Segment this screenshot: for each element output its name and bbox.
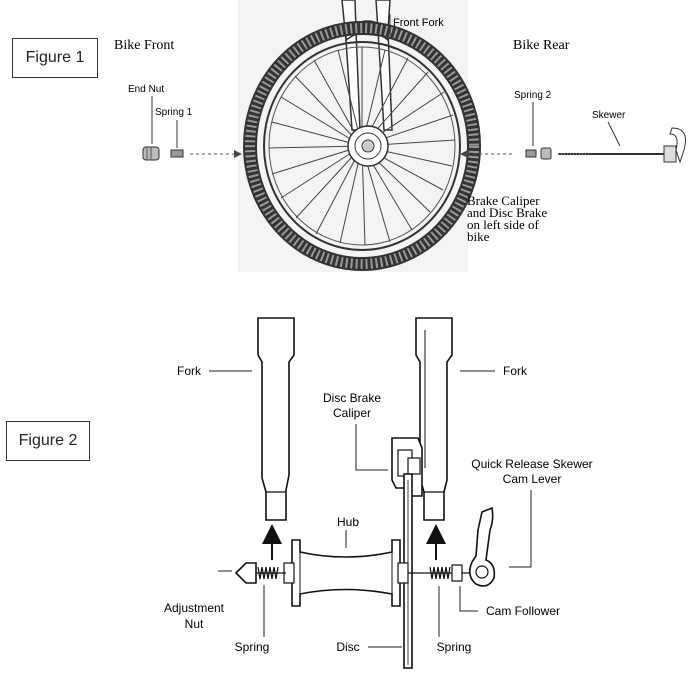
figure2-label: Figure 2 [18, 432, 78, 449]
bike-rear-label: Bike Rear [513, 38, 570, 53]
disc-label: Disc [336, 640, 359, 654]
figure1-label-box: Figure 1 [12, 38, 98, 78]
hub-label: Hub [337, 515, 359, 529]
front-hub [361, 139, 375, 153]
spring-right-label: Spring [437, 640, 472, 654]
figure2-leaders [209, 370, 532, 648]
quick-release-cam-lever [468, 506, 496, 587]
brake-note-line4: bike [467, 229, 490, 244]
end-nut [142, 146, 160, 161]
quick-release-label-1: Quick Release Skewer [471, 457, 592, 471]
figure1-illustration [142, 0, 686, 272]
left-fork-leg [257, 317, 295, 521]
adjustment-nut [234, 562, 257, 584]
hub-body [283, 539, 409, 607]
left-spring [257, 566, 279, 580]
brake-note-line1: Brake Caliper [467, 193, 540, 208]
figure2-label-box: Figure 2 [6, 421, 90, 461]
figure1-label: Figure 1 [25, 49, 85, 66]
adjustment-nut-label-1: Adjustment [164, 601, 225, 615]
spring1-label: Spring 1 [155, 107, 193, 118]
adjustment-nut-label-2: Nut [185, 617, 204, 631]
disc-brake-caliper-label-2: Caliper [333, 406, 371, 420]
brake-note-line2: and Disc Brake [467, 205, 547, 220]
disc-brake-caliper-label-1: Disc Brake [323, 391, 381, 405]
skewer-leader [607, 121, 621, 147]
brake-note-line3: on left side of [467, 217, 540, 232]
spring-2 [525, 147, 552, 160]
fork-left-label: Fork [177, 364, 202, 378]
front-fork-label: Front Fork [393, 17, 444, 29]
bike-front-label: Bike Front [114, 38, 174, 53]
end-nut-label: End Nut [128, 84, 164, 95]
front-wheel [243, 21, 481, 271]
fork-right-label: Fork [503, 364, 528, 378]
quick-release-label-2: Cam Lever [503, 472, 562, 486]
figure2-illustration [234, 317, 496, 669]
skewer-label: Skewer [592, 110, 626, 121]
cam-follower [451, 564, 463, 582]
spring-1 [170, 149, 184, 158]
spring-left-label: Spring [235, 640, 270, 654]
skewer-rod [558, 127, 686, 164]
spring2-label: Spring 2 [514, 90, 552, 101]
cam-follower-label: Cam Follower [486, 604, 560, 618]
right-spring [429, 566, 451, 580]
